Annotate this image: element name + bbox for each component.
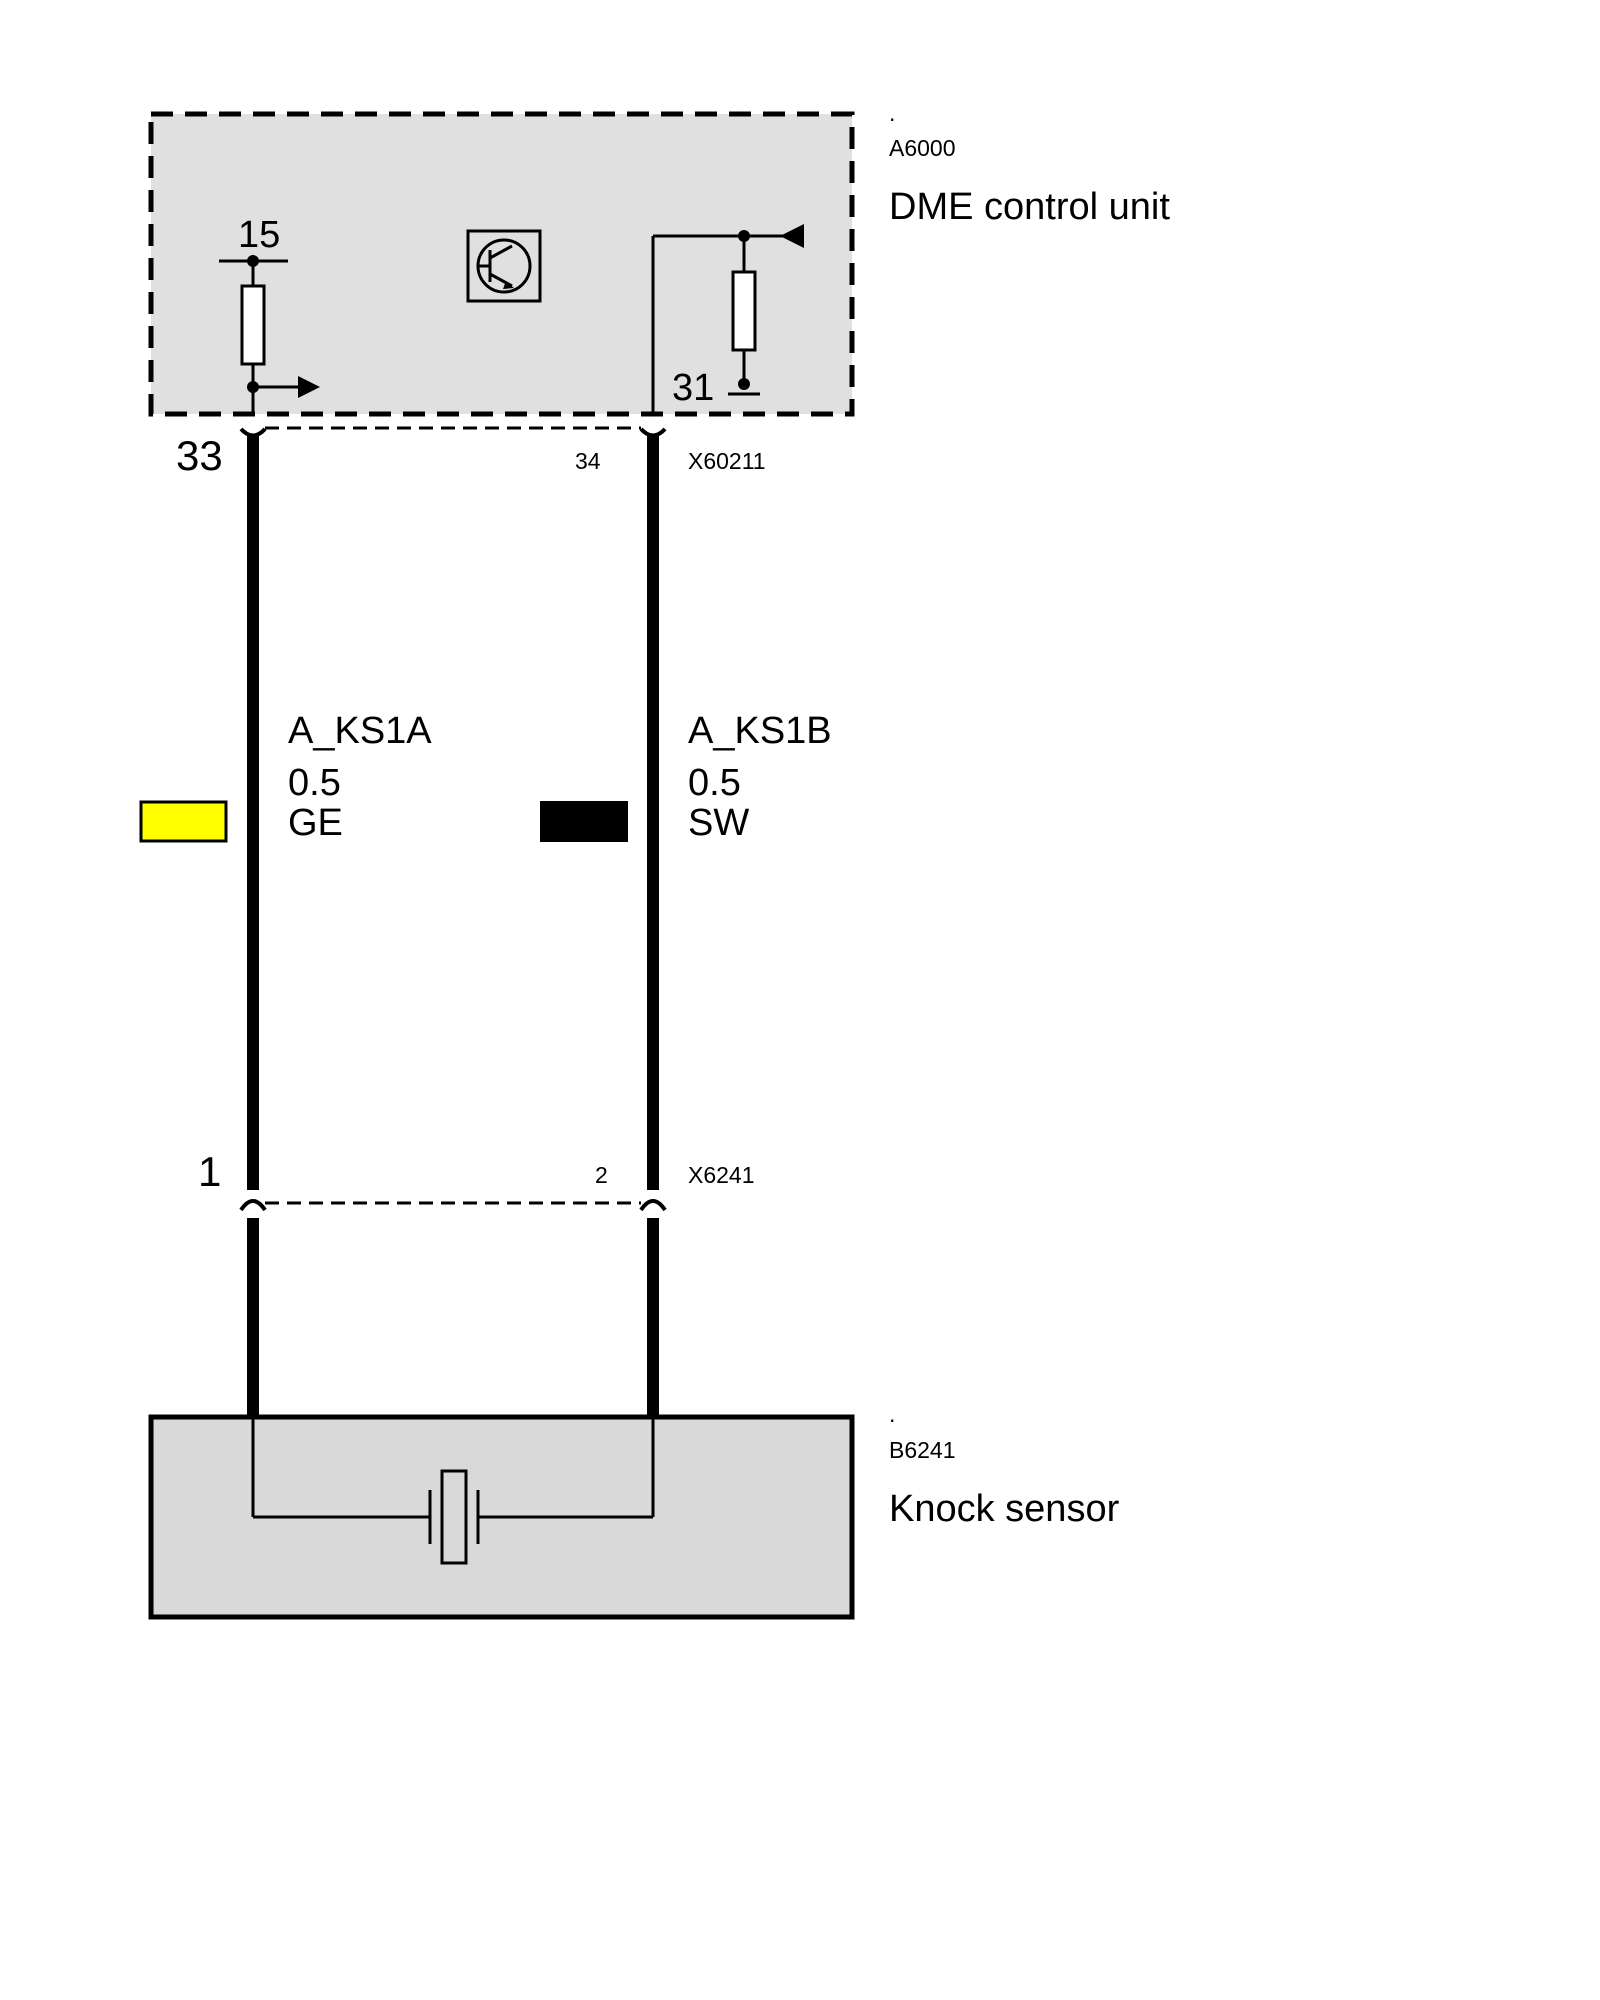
dme-name: DME control unit xyxy=(889,186,1170,228)
sensor-dot: . xyxy=(889,1401,895,1427)
connector-x6241[interactable] xyxy=(239,1199,667,1212)
wire-1-color-code: GE xyxy=(288,802,343,844)
pin-15-label: 15 xyxy=(238,214,280,256)
wire-color-swatch-ge xyxy=(139,800,228,843)
knock-sensor[interactable] xyxy=(148,1414,855,1620)
wire-1-size: 0.5 xyxy=(288,762,341,804)
wire-2-signal: A_KS1B xyxy=(688,710,832,752)
connector-top-pin-left: 33 xyxy=(176,432,223,479)
dme-dot: . xyxy=(889,100,895,126)
wire-2-color-code: SW xyxy=(688,802,749,844)
connector-x60211[interactable] xyxy=(239,426,667,438)
connector-top-id: X60211 xyxy=(688,448,766,474)
connector-bottom-id: X6241 xyxy=(688,1162,755,1188)
piezo-crystal-icon xyxy=(251,1417,655,1565)
wire-1-signal: A_KS1A xyxy=(288,710,432,752)
wire-color-swatch-sw xyxy=(540,801,628,842)
dme-control-unit[interactable]: 15 31 xyxy=(148,111,855,417)
connector-bottom-pin-right: 2 xyxy=(595,1162,608,1188)
connector-bottom-pin-left: 1 xyxy=(198,1148,221,1195)
sensor-name: Knock sensor xyxy=(889,1488,1120,1530)
dme-id: A6000 xyxy=(889,135,956,161)
connector-top-pin-right: 34 xyxy=(575,448,601,474)
terminal-31-circuit xyxy=(651,224,804,414)
terminal-15-circuit xyxy=(219,255,320,414)
wire-2-size: 0.5 xyxy=(688,762,741,804)
pin-31-label: 31 xyxy=(672,367,714,409)
transistor-icon xyxy=(466,229,542,303)
sensor-id: B6241 xyxy=(889,1437,956,1463)
